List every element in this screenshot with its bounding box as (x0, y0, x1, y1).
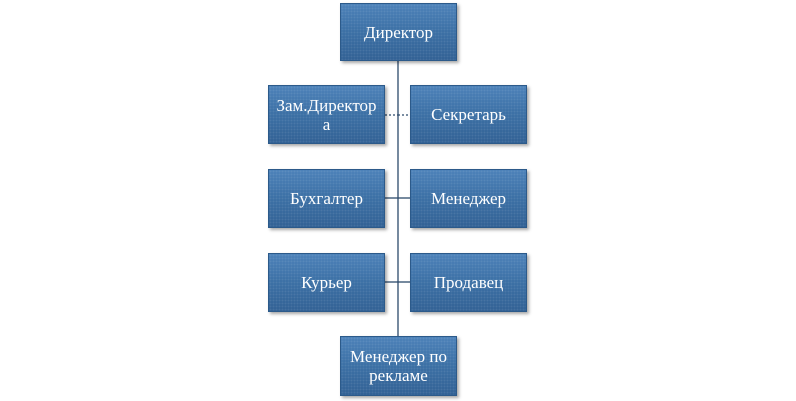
node-deputy-label-line1: Зам.Директор (276, 95, 377, 115)
node-accountant-label: Бухгалтер (290, 189, 363, 208)
node-director-label: Директор (364, 22, 433, 42)
node-ad-manager-label-line2: рекламе (369, 366, 428, 385)
node-seller-label: Продавец (433, 273, 504, 292)
node-secretary: Секретарь (410, 85, 527, 144)
node-deputy-director: Зам.Директор а (268, 85, 385, 144)
node-courier-label: Курьер (301, 273, 352, 292)
node-deputy-label-line2: а (322, 114, 331, 134)
node-manager: Менеджер (410, 169, 527, 228)
node-courier: Курьер (268, 253, 385, 312)
node-ad-manager-label-line1: Менеджер по (350, 347, 447, 366)
node-manager-label: Менеджер (430, 189, 507, 208)
node-director: Директор (340, 3, 457, 61)
node-secretary-label: Секретарь (431, 105, 506, 124)
node-ad-manager: Менеджер по рекламе (340, 336, 457, 396)
node-seller: Продавец (410, 253, 527, 312)
node-accountant: Бухгалтер (268, 169, 385, 228)
